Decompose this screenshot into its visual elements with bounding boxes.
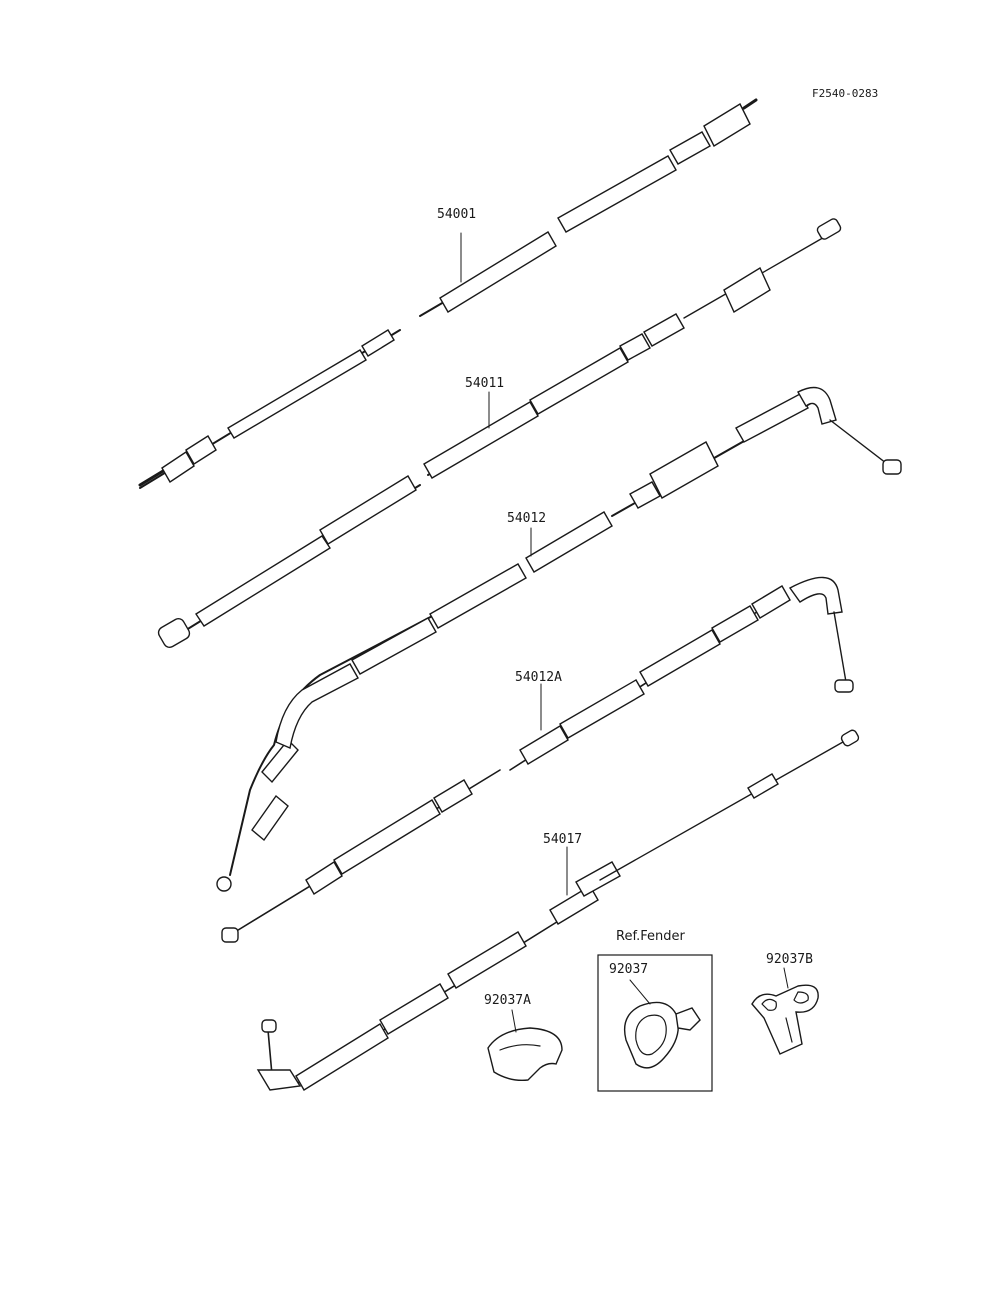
- ref-fender-label: Ref.Fender: [616, 929, 685, 944]
- cable-54012: 54012: [216, 386, 902, 892]
- ref-fender-box: Ref.Fender 92037: [597, 929, 713, 1092]
- label-54011: 54011: [465, 376, 504, 391]
- cable-54012A: 54012A: [221, 576, 854, 943]
- diagram-code: F2540-0283: [812, 87, 878, 100]
- cable-54017: 54017: [256, 729, 860, 1091]
- label-92037: 92037: [609, 962, 648, 977]
- clamp-92037A: 92037A: [484, 993, 563, 1082]
- cable-54011: 54011: [157, 218, 842, 649]
- clamp-92037B: 92037B: [751, 952, 819, 1055]
- label-54012: 54012: [507, 511, 546, 526]
- label-54012A: 54012A: [515, 670, 562, 685]
- label-92037A: 92037A: [484, 993, 531, 1008]
- label-54001: 54001: [437, 207, 476, 222]
- cable-54001: 54001: [138, 98, 758, 489]
- label-54017: 54017: [543, 832, 582, 847]
- label-92037B: 92037B: [766, 952, 813, 967]
